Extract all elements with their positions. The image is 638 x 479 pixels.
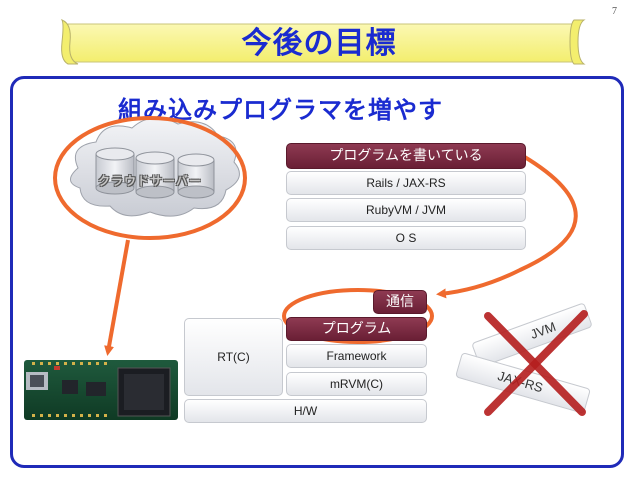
device-vm-layer: mRVM(C): [286, 372, 427, 396]
program-highlight-ring: [282, 288, 434, 344]
page-number: 7: [612, 6, 617, 17]
page-title: 今後の目標: [241, 26, 397, 61]
rt-layer: RT(C): [184, 318, 283, 396]
server-layer-os: O S: [286, 226, 526, 250]
arrow-server-to-device: [436, 154, 578, 299]
comm-layer: 通信: [373, 290, 427, 314]
server-layer-vm: RubyVM / JVM: [286, 198, 526, 222]
hw-layer: H/W: [184, 399, 427, 423]
cloud-highlight-ring: [53, 116, 247, 240]
server-program-layer: プログラムを書いている: [286, 143, 526, 169]
device-program-layer: プログラム: [286, 317, 427, 341]
device-framework-layer: Framework: [286, 344, 427, 368]
arrow-cloud-to-board: [104, 239, 130, 356]
cloud-server-label: クラウドサーバー: [98, 174, 202, 188]
server-layer-framework: Rails / JAX-RS: [286, 171, 526, 195]
microcontroller-board-image: [24, 360, 178, 420]
content-frame: [10, 76, 624, 468]
cloud-server-icon: [70, 117, 240, 217]
